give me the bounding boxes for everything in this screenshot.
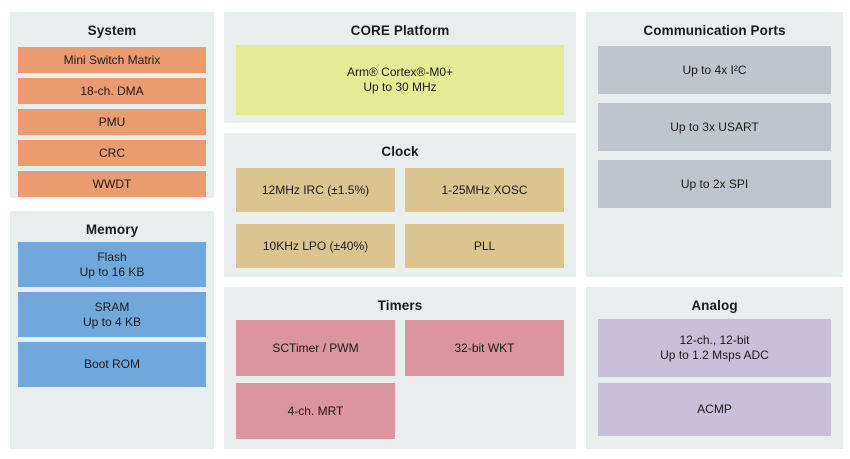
block-label: 12-ch., 12-bit — [679, 333, 750, 347]
block-sublabel: Up to 30 MHz — [363, 80, 437, 94]
block-label: CRC — [99, 145, 125, 160]
panel-core-platform: CORE Platform Arm® Cortex®-M0+ Up to 30 … — [224, 12, 576, 123]
panel-memory: Memory Flash Up to 16 KB SRAM Up to 4 KB… — [10, 211, 214, 449]
block-sublabel: Up to 4 KB — [82, 314, 142, 329]
block-i2c: Up to 4x I²C — [598, 46, 831, 94]
panel-system: System Mini Switch Matrix 18-ch. DMA PMU… — [10, 12, 214, 198]
block-label: PLL — [473, 238, 496, 253]
block-usart: Up to 3x USART — [598, 103, 831, 151]
block-label: ACMP — [697, 402, 732, 416]
block-label: Mini Switch Matrix — [63, 52, 161, 67]
block-label: 18-ch. DMA — [80, 83, 144, 98]
block-xosc: 1-25MHz XOSC — [405, 168, 564, 212]
memory-blocks: Flash Up to 16 KB SRAM Up to 4 KB Boot R… — [10, 242, 214, 387]
panel-title-timers: Timers — [377, 298, 423, 313]
panel-title-communication-ports: Communication Ports — [643, 23, 786, 38]
block-irc: 12MHz IRC (±1.5%) — [236, 168, 395, 212]
block-label: Flash — [97, 249, 127, 264]
block-mini-switch-matrix: Mini Switch Matrix — [18, 47, 206, 73]
block-mrt: 4-ch. MRT — [236, 383, 395, 439]
block-label: PMU — [98, 114, 126, 129]
block-label: 32-bit WKT — [454, 340, 515, 355]
block-label: Boot ROM — [83, 357, 140, 371]
clock-blocks: 12MHz IRC (±1.5%) 1-25MHz XOSC 10KHz LPO… — [224, 168, 576, 268]
panel-analog: Analog 12-ch., 12-bit Up to 1.2 Msps ADC… — [586, 287, 843, 449]
block-label: 10KHz LPO (±40%) — [262, 238, 369, 253]
panel-title-analog: Analog — [691, 298, 738, 313]
block-crc: CRC — [18, 140, 206, 166]
analog-blocks: 12-ch., 12-bit Up to 1.2 Msps ADC ACMP — [586, 319, 843, 436]
block-sublabel: Up to 1.2 Msps ADC — [660, 348, 769, 362]
block-dma: 18-ch. DMA — [18, 78, 206, 104]
block-pmu: PMU — [18, 109, 206, 135]
block-sublabel: Up to 16 KB — [79, 264, 145, 279]
timers-blocks: SCTimer / PWM 32-bit WKT 4-ch. MRT — [224, 320, 576, 439]
panel-title-memory: Memory — [85, 222, 139, 237]
block-label: Up to 4x I²C — [682, 62, 747, 77]
block-label: SRAM — [94, 299, 130, 314]
panel-title-core-platform: CORE Platform — [350, 23, 450, 38]
block-boot-rom: Boot ROM — [18, 342, 206, 387]
block-label: 1-25MHz XOSC — [441, 182, 528, 197]
block-adc: 12-ch., 12-bit Up to 1.2 Msps ADC — [598, 319, 831, 377]
block-cortex-m0plus: Arm® Cortex®-M0+ Up to 30 MHz — [236, 45, 564, 115]
block-acmp: ACMP — [598, 383, 831, 436]
block-label: SCTimer / PWM — [272, 340, 359, 355]
block-label: WWDT — [92, 176, 132, 191]
block-flash: Flash Up to 16 KB — [18, 242, 206, 287]
block-label: Arm® Cortex®-M0+ — [346, 65, 454, 79]
panel-clock: Clock 12MHz IRC (±1.5%) 1-25MHz XOSC 10K… — [224, 133, 576, 277]
panel-title-clock: Clock — [381, 144, 419, 159]
block-label: Up to 2x SPI — [680, 176, 749, 191]
block-lpo: 10KHz LPO (±40%) — [236, 224, 395, 268]
block-label: 12MHz IRC (±1.5%) — [261, 182, 370, 197]
block-wwdt: WWDT — [18, 171, 206, 197]
block-pll: PLL — [405, 224, 564, 268]
block-wkt: 32-bit WKT — [405, 320, 564, 376]
block-spi: Up to 2x SPI — [598, 160, 831, 208]
core-blocks: Arm® Cortex®-M0+ Up to 30 MHz — [224, 45, 576, 115]
panel-timers: Timers SCTimer / PWM 32-bit WKT 4-ch. MR… — [224, 287, 576, 449]
block-label: 4-ch. MRT — [287, 403, 344, 418]
panel-title-system: System — [87, 23, 137, 38]
system-blocks: Mini Switch Matrix 18-ch. DMA PMU CRC WW… — [10, 47, 214, 197]
comm-blocks: Up to 4x I²C Up to 3x USART Up to 2x SPI — [586, 46, 843, 208]
block-sctimer-pwm: SCTimer / PWM — [236, 320, 395, 376]
panel-communication-ports: Communication Ports Up to 4x I²C Up to 3… — [586, 12, 843, 277]
block-sram: SRAM Up to 4 KB — [18, 292, 206, 337]
block-label: Up to 3x USART — [670, 119, 759, 134]
